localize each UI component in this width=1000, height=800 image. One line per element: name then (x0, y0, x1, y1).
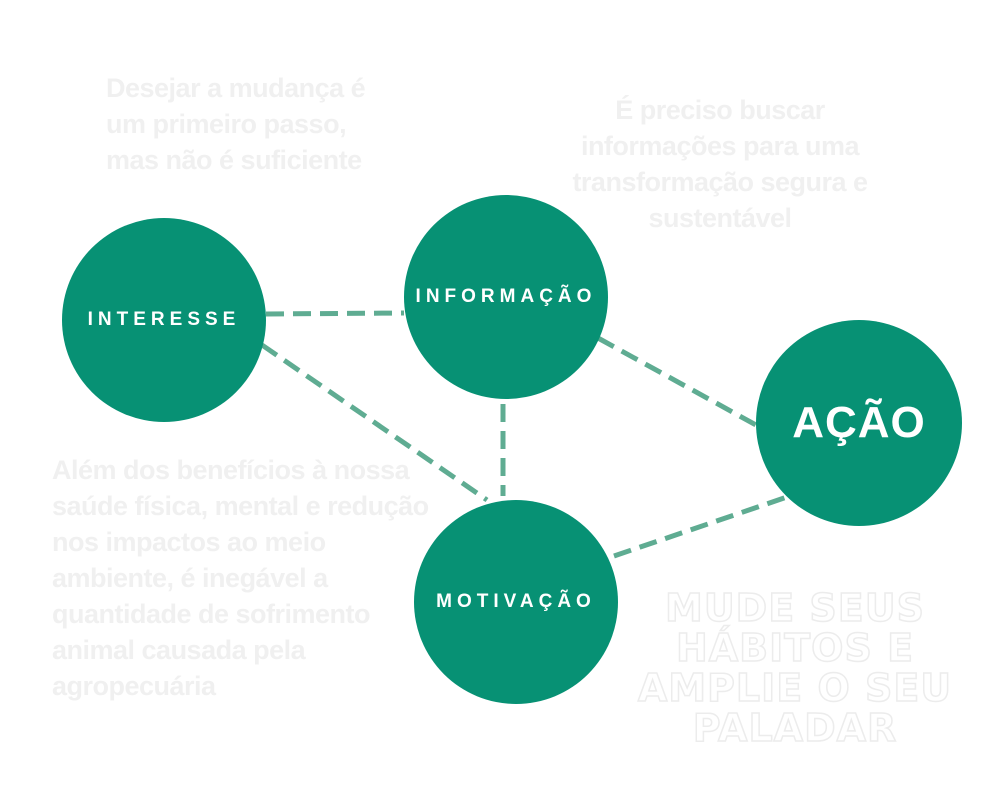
note-informacao: É preciso buscar informações para uma tr… (572, 95, 868, 233)
node-acao-label: AÇÃO (792, 398, 926, 447)
connector-interesse-motivacao (260, 342, 489, 503)
connector-motivacao-acao (613, 493, 791, 559)
connector-informacao-acao (596, 335, 758, 428)
node-interesse: INTERESSE (62, 218, 266, 422)
node-informacao: INFORMAÇÃO (404, 195, 608, 399)
note-interesse: Desejar a mudança é um primeiro passo, m… (106, 73, 366, 175)
connector-interesse-informacao (265, 310, 405, 317)
node-interesse-label: INTERESSE (87, 309, 241, 330)
node-motivacao-label: MOTIVAÇÃO (436, 591, 596, 612)
node-informacao-label: INFORMAÇÃO (415, 286, 597, 307)
node-motivacao: MOTIVAÇÃO (414, 500, 618, 704)
note-motivacao: Além dos benefícios à nossa saúde física… (52, 455, 429, 701)
slogan: MUDE SEUS HÁBITOS E AMPLIE O SEU PALADAR (637, 586, 953, 750)
node-acao: AÇÃO (756, 320, 962, 526)
